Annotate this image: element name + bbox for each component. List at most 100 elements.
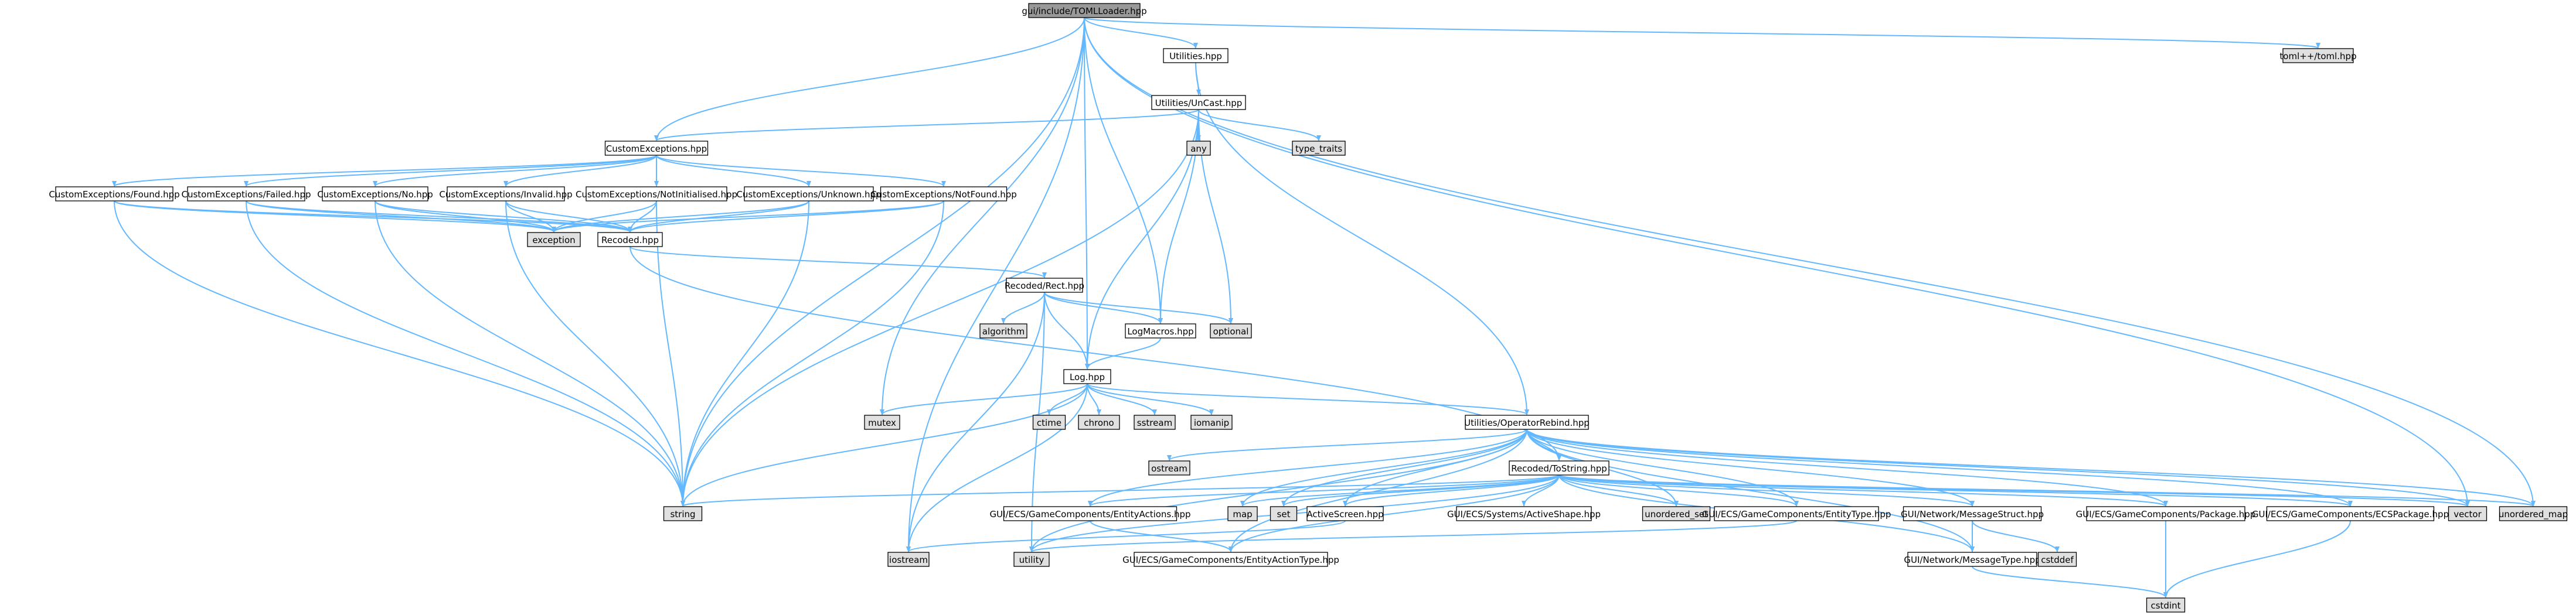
edge-tostring-to-set xyxy=(1281,474,1560,507)
node-log[interactable]: Log.hpp xyxy=(1063,369,1111,384)
edge-tostring-to-activescreen xyxy=(1343,474,1560,507)
node-box xyxy=(447,186,565,201)
node-label: optional xyxy=(1213,326,1249,337)
node-ce_no[interactable]: CustomExceptions/No.hpp xyxy=(317,186,433,201)
node-recoded[interactable]: Recoded.hpp xyxy=(597,232,663,247)
edge-recoded-to-rect xyxy=(629,246,1047,278)
node-entityactiontype[interactable]: GUI/ECS/GameComponents/EntityActionType.… xyxy=(1122,552,1339,567)
node-utility[interactable]: utility xyxy=(1013,552,1050,567)
node-any[interactable]: any xyxy=(1186,141,1211,156)
node-label: cstdint xyxy=(2150,600,2180,611)
edge-root-to-unordered_map xyxy=(1084,17,2536,507)
node-activescreen[interactable]: ActiveScreen.hpp xyxy=(1306,506,1384,521)
node-ce_notinit[interactable]: CustomExceptions/NotInitialised.hpp xyxy=(576,186,737,201)
edge-customexceptions-to-ce_notfound xyxy=(656,155,946,187)
node-type_traits[interactable]: type_traits xyxy=(1292,141,1346,156)
node-opreb[interactable]: Utilities/OperatorRebind.hpp xyxy=(1464,415,1590,430)
node-ce_found[interactable]: CustomExceptions/Found.hpp xyxy=(49,186,180,201)
node-box xyxy=(1292,141,1346,156)
edge-opreb-to-entitytype xyxy=(1526,429,1799,507)
node-iostream[interactable]: iostream xyxy=(887,552,930,567)
edge-customexceptions-to-ce_found xyxy=(112,155,657,187)
node-box xyxy=(1907,552,2037,567)
node-msgstruct[interactable]: GUI/Network/MessageStruct.hpp xyxy=(1901,506,2044,521)
node-box xyxy=(1903,506,2042,521)
node-cstddef[interactable]: cstddef xyxy=(2037,552,2077,567)
node-unicast[interactable]: Utilities/UnCast.hpp xyxy=(1151,95,1246,110)
node-package[interactable]: GUI/ECS/GameComponents/Package.hpp xyxy=(2076,506,2256,521)
node-activeshape[interactable]: GUI/ECS/Systems/ActiveShape.hpp xyxy=(1447,506,1601,521)
edge-msgstruct-to-cstddef xyxy=(1972,520,2060,552)
node-ostream[interactable]: ostream xyxy=(1148,460,1190,476)
node-ce_failed[interactable]: CustomExceptions/Failed.hpp xyxy=(181,186,311,201)
node-box xyxy=(2146,597,2186,613)
node-label: CustomExceptions/Found.hpp xyxy=(49,189,179,200)
node-label: Utilities/UnCast.hpp xyxy=(1155,98,1243,108)
node-cstdint[interactable]: cstdint xyxy=(2146,597,2186,613)
node-exception[interactable]: exception xyxy=(527,232,581,247)
node-chrono[interactable]: chrono xyxy=(1078,415,1120,430)
edge-tostring-to-string xyxy=(680,474,1560,507)
node-utilities[interactable]: Utilities.hpp xyxy=(1163,48,1229,63)
edge-ce_found-to-exception xyxy=(114,200,556,233)
edge-rect-to-iostream xyxy=(906,292,1045,552)
edge-root-to-mutex xyxy=(880,17,1085,415)
node-box xyxy=(1509,460,1609,476)
node-label: Utilities/OperatorRebind.hpp xyxy=(1464,418,1590,428)
node-algorithm[interactable]: algorithm xyxy=(979,323,1027,339)
node-unordered_map[interactable]: unordered_map xyxy=(2499,506,2568,521)
node-box xyxy=(527,232,581,247)
edge-root-to-string xyxy=(680,17,1085,507)
edge-ce_found-to-string xyxy=(114,200,685,507)
edge-ce_no-to-exception xyxy=(375,200,556,233)
node-ctime[interactable]: ctime xyxy=(1032,415,1066,430)
node-box xyxy=(2282,48,2354,63)
node-vector[interactable]: vector xyxy=(2448,506,2487,521)
edge-log-to-opreb xyxy=(1087,383,1529,415)
node-optional[interactable]: optional xyxy=(1210,323,1252,339)
node-label: exception xyxy=(532,235,575,245)
edge-opreb-to-ostream xyxy=(1167,429,1527,461)
edge-tostring-to-entityactions xyxy=(1088,474,1560,507)
node-label: set xyxy=(1277,509,1291,520)
node-label: GUI/Network/MessageStruct.hpp xyxy=(1901,509,2044,520)
edge-ce_unknown-to-recoded xyxy=(628,200,809,233)
node-label: Log.hpp xyxy=(1070,372,1105,382)
node-mutex[interactable]: mutex xyxy=(864,415,900,430)
node-entityactions[interactable]: GUI/ECS/GameComponents/EntityActions.hpp xyxy=(989,506,1191,521)
node-label: ostream xyxy=(1151,463,1187,474)
node-label: chrono xyxy=(1084,418,1114,428)
node-map[interactable]: map xyxy=(1227,506,1258,521)
node-root[interactable]: gui/include/TOMLLoader.hpp xyxy=(1022,3,1147,18)
node-msgtype[interactable]: GUI/Network/MessageType.hpp xyxy=(1904,552,2041,567)
node-customexceptions[interactable]: CustomExceptions.hpp xyxy=(604,141,709,156)
node-unordered_set[interactable]: unordered_set xyxy=(1642,506,1711,521)
node-ce_invalid[interactable]: CustomExceptions/Invalid.hpp xyxy=(439,186,573,201)
node-ecspackage[interactable]: GUI/ECS/GameComponents/ECSPackage.hpp xyxy=(2252,506,2449,521)
node-logmacros[interactable]: LogMacros.hpp xyxy=(1125,323,1196,339)
node-label: CustomExceptions/Invalid.hpp xyxy=(439,189,572,200)
edge-opreb-to-set xyxy=(1281,429,1527,507)
node-entitytype[interactable]: GUI/ECS/GameComponents/EntityType.hpp xyxy=(1702,506,1891,521)
edge-root-to-tomlpp xyxy=(1084,17,2320,49)
node-ce_unknown[interactable]: CustomExceptions/Unknown.hpp xyxy=(736,186,882,201)
node-iomanip[interactable]: iomanip xyxy=(1190,415,1233,430)
node-set[interactable]: set xyxy=(1270,506,1298,521)
node-label: cstddef xyxy=(2041,555,2074,565)
node-ce_notfound[interactable]: CustomExceptions/NotFound.hpp xyxy=(870,186,1017,201)
edge-ce_invalid-to-string xyxy=(505,200,685,507)
node-box xyxy=(1456,506,1592,521)
node-tomlpp[interactable]: toml++/toml.hpp xyxy=(2279,48,2357,63)
node-string[interactable]: string xyxy=(663,506,703,521)
node-label: CustomExceptions/Failed.hpp xyxy=(181,189,311,200)
node-label: vector xyxy=(2454,509,2482,520)
node-tostring[interactable]: Recoded/ToString.hpp xyxy=(1509,460,1609,476)
node-rect[interactable]: Recoded/Rect.hpp xyxy=(1005,278,1084,293)
node-label: GUI/Network/MessageType.hpp xyxy=(1904,555,2040,565)
node-box xyxy=(2448,506,2487,521)
edge-ce_notfound-to-recoded xyxy=(628,200,944,233)
edge-log-to-mutex xyxy=(880,383,1088,415)
node-sstream[interactable]: sstream xyxy=(1134,415,1176,430)
node-box xyxy=(1148,460,1190,476)
